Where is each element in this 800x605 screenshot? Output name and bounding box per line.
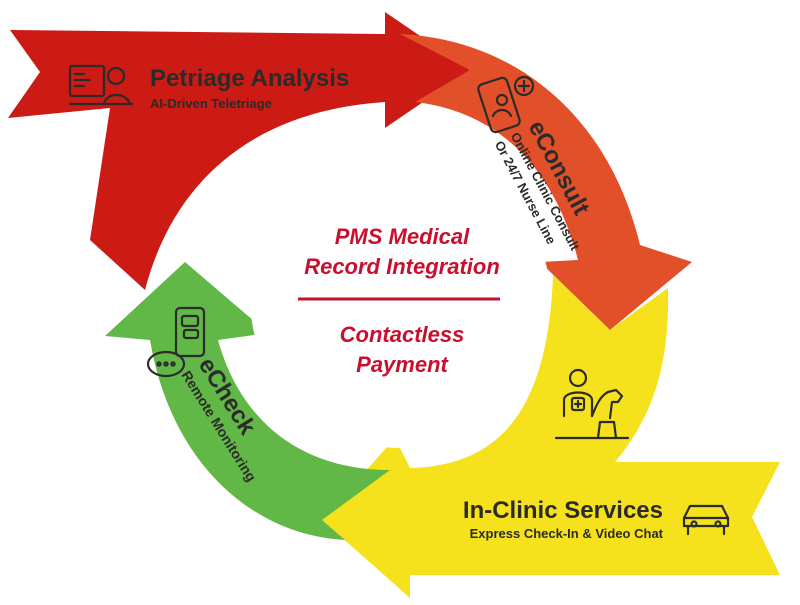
phone-consult-icon bbox=[477, 75, 535, 134]
center-line2: Record Integration bbox=[304, 254, 500, 279]
vet-dog-icon bbox=[554, 368, 630, 440]
car-icon bbox=[682, 504, 730, 536]
petriage-arrow bbox=[8, 12, 470, 290]
petriage-title: Petriage Analysis bbox=[150, 65, 349, 92]
inclinic-subtitle: Express Check-In & Video Chat bbox=[470, 526, 664, 541]
inclinic-arrow bbox=[322, 275, 780, 598]
center-line1: PMS Medical bbox=[335, 224, 470, 249]
analyst-desk-icon bbox=[68, 64, 134, 106]
petriage-subtitle: AI-Driven Teletriage bbox=[150, 96, 272, 111]
econsult-arrow bbox=[400, 34, 692, 330]
inclinic-title: In-Clinic Services bbox=[463, 497, 663, 524]
center-line3: Contactless bbox=[340, 322, 465, 347]
center-line4: Payment bbox=[356, 352, 449, 377]
phone-chat-icon bbox=[146, 306, 206, 378]
